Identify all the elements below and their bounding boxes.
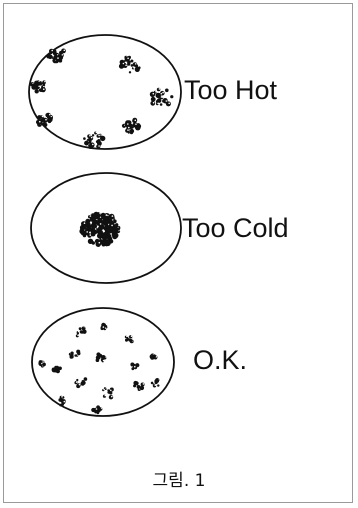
petri-dish-too-cold — [4, 169, 194, 299]
label-ok: O.K. — [193, 347, 247, 374]
label-too-hot: Too Hot — [184, 77, 277, 104]
panel-ok: O.K. — [4, 304, 354, 434]
figure-caption: 그림. 1 — [4, 466, 354, 491]
petri-dish-too-hot — [4, 32, 194, 162]
panel-too-hot: Too Hot — [4, 32, 354, 162]
label-too-cold: Too Cold — [182, 215, 289, 242]
colonies-too-cold — [79, 212, 120, 247]
figure-frame: Too Hot Too Cold O.K. 그림. 1 — [3, 3, 353, 503]
colonies-too-hot — [30, 49, 173, 150]
colonies-ok — [38, 323, 159, 414]
petri-dish-ok — [4, 304, 194, 434]
panel-too-cold: Too Cold — [4, 169, 354, 299]
